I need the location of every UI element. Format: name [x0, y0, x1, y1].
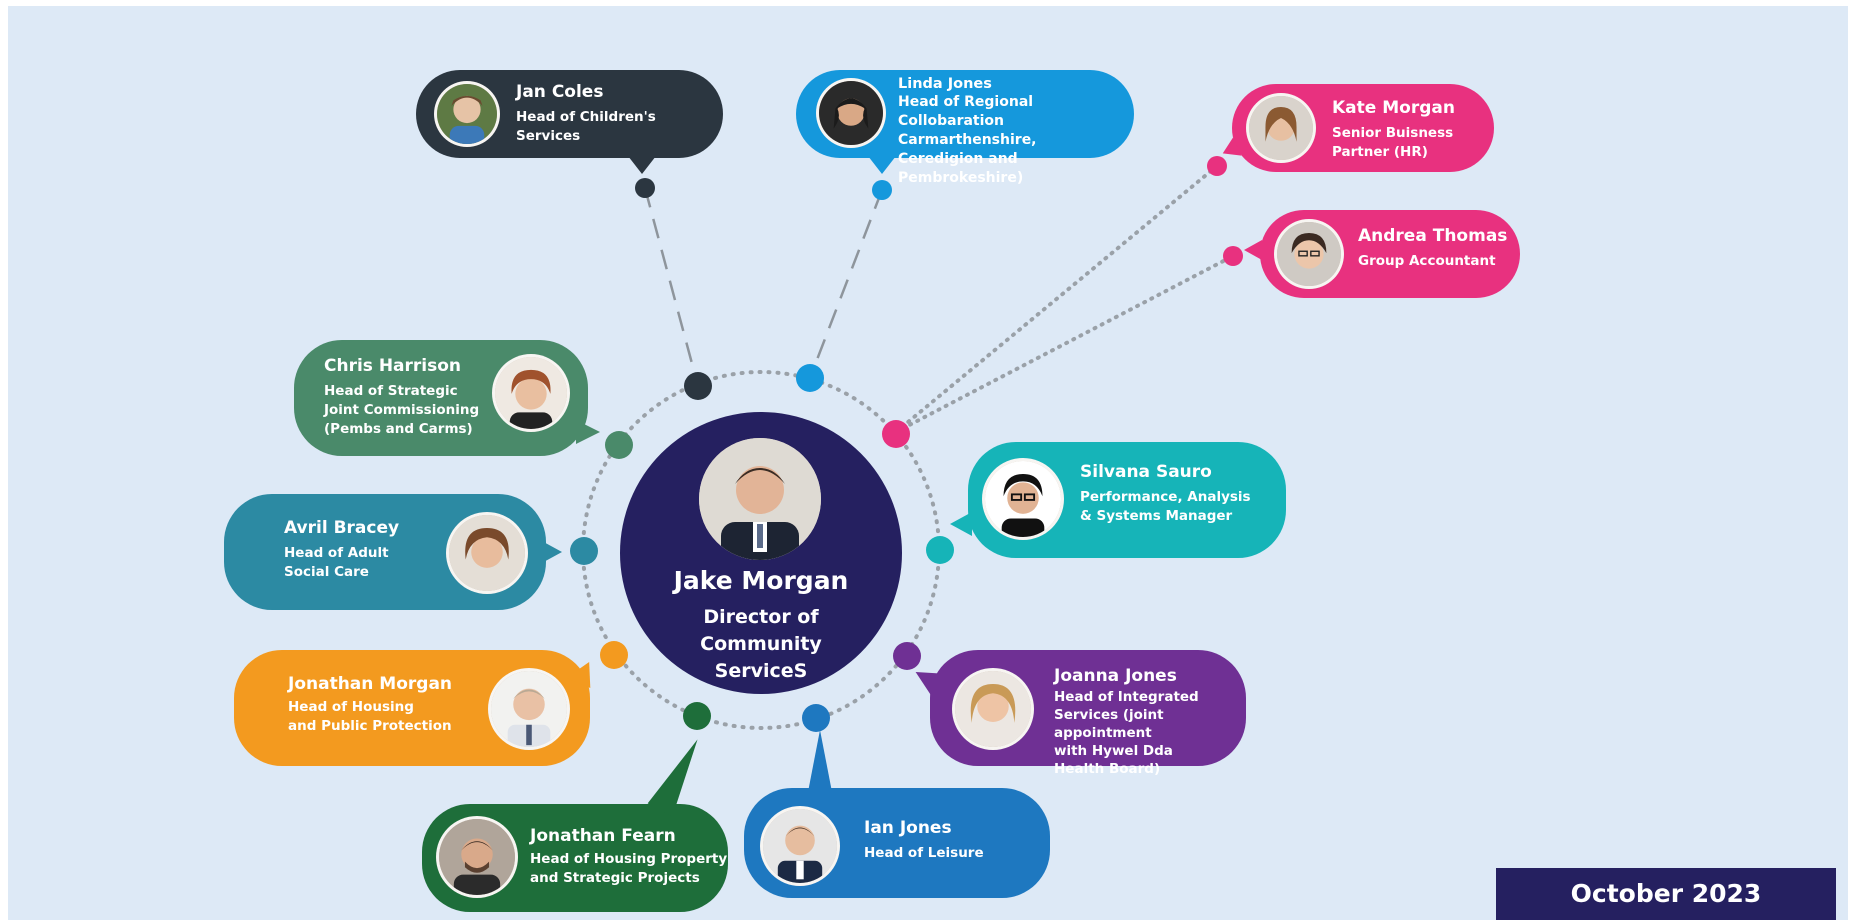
connector-linda-jones — [808, 189, 884, 379]
name-andrea-thomas: Andrea Thomas — [1358, 226, 1508, 246]
tail-avril-bracey — [540, 540, 562, 564]
avatar-jonathan-fearn — [436, 816, 518, 898]
bubble-linda-jones: Linda Jones Head of Regional Collobarati… — [796, 70, 1134, 186]
bubble-ian-jones: Ian Jones Head of Leisure — [744, 788, 1050, 898]
name-jan-coles: Jan Coles — [516, 82, 604, 102]
bubble-silvana-sauro: Silvana Sauro Performance, Analysis & Sy… — [968, 442, 1286, 558]
avatar-chris-harrison — [492, 354, 570, 432]
avatar-jonathan-morgan — [488, 668, 570, 750]
role-silvana-sauro: Performance, Analysis & Systems Manager — [1080, 489, 1251, 524]
connector-andrea-thomas — [894, 254, 1235, 434]
avatar-avril-bracey — [446, 512, 528, 594]
bubble-chris-harrison: Chris Harrison Head of Strategic Joint C… — [294, 340, 588, 456]
name-ian-jones: Ian Jones — [864, 818, 952, 838]
tail-andrea-thomas — [1244, 240, 1262, 260]
dot-jonathan-fearn — [683, 702, 711, 730]
dot-ian-jones — [802, 704, 830, 732]
tail-chris-harrison — [576, 420, 600, 444]
tail-linda-jones — [868, 156, 896, 174]
dot-andrea-thomas-end — [1223, 246, 1243, 266]
role-avril-bracey: Head of Adult Social Care — [284, 545, 389, 580]
tail-ian-jones — [808, 730, 832, 792]
bubble-joanna-jones: Joanna Jones Head of Integrated Services… — [930, 650, 1246, 777]
name-joanna-jones: Joanna Jones — [1054, 666, 1177, 686]
dot-chris-harrison — [605, 431, 633, 459]
role-ian-jones: Head of Leisure — [864, 845, 984, 861]
role-jan-coles: Head of Children's Services — [516, 109, 656, 144]
dot-silvana-sauro — [926, 536, 954, 564]
dot-linda-jones — [796, 364, 824, 392]
bubble-jonathan-morgan: Jonathan Morgan Head of Housing and Publ… — [234, 650, 590, 766]
role-joanna-jones: Head of Integrated Services (joint appoi… — [1054, 689, 1199, 777]
role-jonathan-morgan: Head of Housing and Public Protection — [288, 699, 452, 734]
dot-kate-morgan-end — [1207, 156, 1227, 176]
name-chris-harrison: Chris Harrison — [324, 356, 462, 376]
name-jonathan-morgan: Jonathan Morgan — [288, 674, 453, 694]
dot-jan-coles — [684, 372, 712, 400]
dot-hr-finance — [882, 420, 910, 448]
director-role: Director of Community ServiceS — [700, 606, 822, 682]
diagram-background — [8, 6, 1848, 920]
tail-jan-coles — [628, 156, 656, 174]
bubble-kate-morgan: Kate Morgan Senior Buisness Partner (HR) — [1232, 84, 1494, 172]
role-andrea-thomas: Group Accountant — [1358, 253, 1496, 269]
bubble-avril-bracey: Avril Bracey Head of Adult Social Care — [224, 494, 546, 610]
avatar-andrea-thomas — [1274, 219, 1344, 289]
role-jonathan-fearn: Head of Housing Property and Strategic P… — [530, 851, 728, 886]
avatar-joanna-jones — [952, 668, 1034, 750]
name-jonathan-fearn: Jonathan Fearn — [530, 826, 676, 846]
bubble-jonathan-fearn: Jonathan Fearn Head of Housing Property … — [422, 804, 728, 912]
dot-joanna-jones — [893, 642, 921, 670]
avatar-jan-coles — [434, 81, 500, 147]
role-chris-harrison: Head of Strategic Joint Commissioning (P… — [324, 383, 480, 437]
dot-avril-bracey — [570, 537, 598, 565]
dot-jan-coles-end — [635, 178, 655, 198]
avatar-kate-morgan — [1246, 93, 1316, 163]
role-linda-jones: Head of Regional Collobaration Carmarthe… — [898, 94, 1037, 186]
avatar-silvana-sauro — [982, 458, 1064, 540]
role-kate-morgan: Senior Buisness Partner (HR) — [1332, 125, 1454, 160]
connector-jan-coles — [643, 187, 700, 387]
director-name: Jake Morgan — [673, 566, 849, 595]
date-badge: October 2023 — [1496, 868, 1836, 920]
tail-silvana-sauro — [950, 512, 972, 536]
name-avril-bracey: Avril Bracey — [284, 518, 400, 538]
dot-linda-jones-end — [872, 180, 892, 200]
connector-kate-morgan — [894, 164, 1219, 434]
name-silvana-sauro: Silvana Sauro — [1080, 462, 1212, 482]
avatar-linda-jones — [816, 78, 886, 148]
center-director: Jake Morgan Director of Community Servic… — [620, 412, 902, 694]
name-kate-morgan: Kate Morgan — [1332, 98, 1455, 118]
avatar-jake-morgan — [699, 438, 821, 560]
bubble-andrea-thomas: Andrea Thomas Group Accountant — [1260, 210, 1520, 298]
dot-jonathan-morgan — [600, 641, 628, 669]
name-linda-jones: Linda Jones — [898, 76, 992, 92]
avatar-ian-jones — [760, 806, 840, 886]
bubble-jan-coles: Jan Coles Head of Children's Services — [416, 70, 723, 158]
